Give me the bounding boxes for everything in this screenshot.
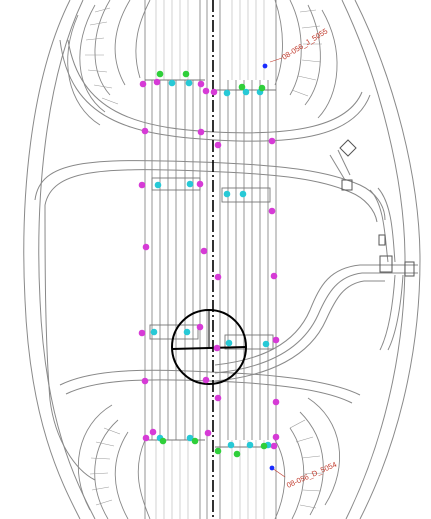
- magenta-marker-dot: [202, 87, 210, 95]
- magenta-marker-dot: [138, 181, 146, 189]
- magenta-marker-dot: [214, 273, 222, 281]
- cyan-marker-dot: [186, 434, 194, 442]
- magenta-marker-dot: [142, 243, 150, 251]
- track-band-light: [155, 0, 265, 519]
- magenta-marker-dot: [214, 394, 222, 402]
- spiral-ramp-top: [67, 0, 338, 126]
- magenta-marker-dot: [141, 377, 149, 385]
- magenta-marker-dot: [272, 398, 280, 406]
- ring-roads: [34, 39, 386, 481]
- magenta-marker-dot: [214, 141, 222, 149]
- green-marker-dot: [156, 70, 164, 78]
- magenta-marker-dot: [153, 78, 161, 86]
- cyan-marker-dot: [227, 441, 235, 449]
- cyan-marker-dot: [239, 190, 247, 198]
- green-marker-dot: [258, 84, 266, 92]
- cyan-marker-dot: [223, 89, 231, 97]
- cyan-marker-dot: [223, 190, 231, 198]
- magenta-marker-dot: [270, 442, 278, 450]
- magenta-marker-dot: [272, 336, 280, 344]
- fittings: [339, 139, 415, 277]
- outer-boundary: [23, 0, 421, 519]
- magenta-marker-dot: [142, 434, 150, 442]
- label-leaders: [269, 57, 286, 478]
- magenta-marker-dot: [196, 323, 204, 331]
- magenta-marker-dot: [138, 329, 146, 337]
- green-marker-dot: [233, 450, 241, 458]
- magenta-marker-dot: [196, 180, 204, 188]
- cyan-marker-dot: [183, 328, 191, 336]
- green-marker-dot: [214, 447, 222, 455]
- green-marker-dot: [260, 442, 268, 450]
- cyan-marker-dot: [262, 340, 270, 348]
- cyan-marker-dot: [225, 339, 233, 347]
- cyan-marker-dot: [154, 181, 162, 189]
- blue-marker-dot: [262, 63, 268, 69]
- cyan-marker-dot: [150, 328, 158, 336]
- blue-marker-dot: [269, 465, 275, 471]
- survey-markers: [138, 63, 280, 471]
- magenta-marker-dot: [139, 80, 147, 88]
- green-marker-dot: [191, 437, 199, 445]
- cyan-marker-dot: [246, 441, 254, 449]
- spiral-ramp-bottom-treads: [89, 419, 323, 509]
- green-marker-dot: [182, 70, 190, 78]
- magenta-marker-dot: [272, 433, 280, 441]
- magenta-marker-dot: [141, 127, 149, 135]
- magenta-marker-dot: [210, 88, 218, 96]
- circle-marker-symbol: [171, 309, 247, 385]
- cyan-marker-dot: [242, 88, 250, 96]
- cyan-marker-dot: [186, 180, 194, 188]
- connector-road: [214, 149, 418, 382]
- magenta-marker-dot: [204, 429, 212, 437]
- green-marker-dot: [159, 437, 167, 445]
- cyan-marker-dot: [185, 79, 193, 87]
- magenta-marker-dot: [197, 80, 205, 88]
- magenta-marker-dot: [268, 207, 276, 215]
- magenta-marker-dot: [149, 428, 157, 436]
- spiral-ramp-top-treads: [85, 7, 322, 105]
- magenta-marker-dot: [197, 128, 205, 136]
- magenta-marker-dot: [200, 247, 208, 255]
- green-marker-dot: [238, 83, 246, 91]
- magenta-marker-dot: [213, 344, 221, 352]
- cyan-marker-dot: [168, 79, 176, 87]
- magenta-marker-dot: [268, 137, 276, 145]
- magenta-marker-dot: [202, 376, 210, 384]
- magenta-marker-dot: [270, 272, 278, 280]
